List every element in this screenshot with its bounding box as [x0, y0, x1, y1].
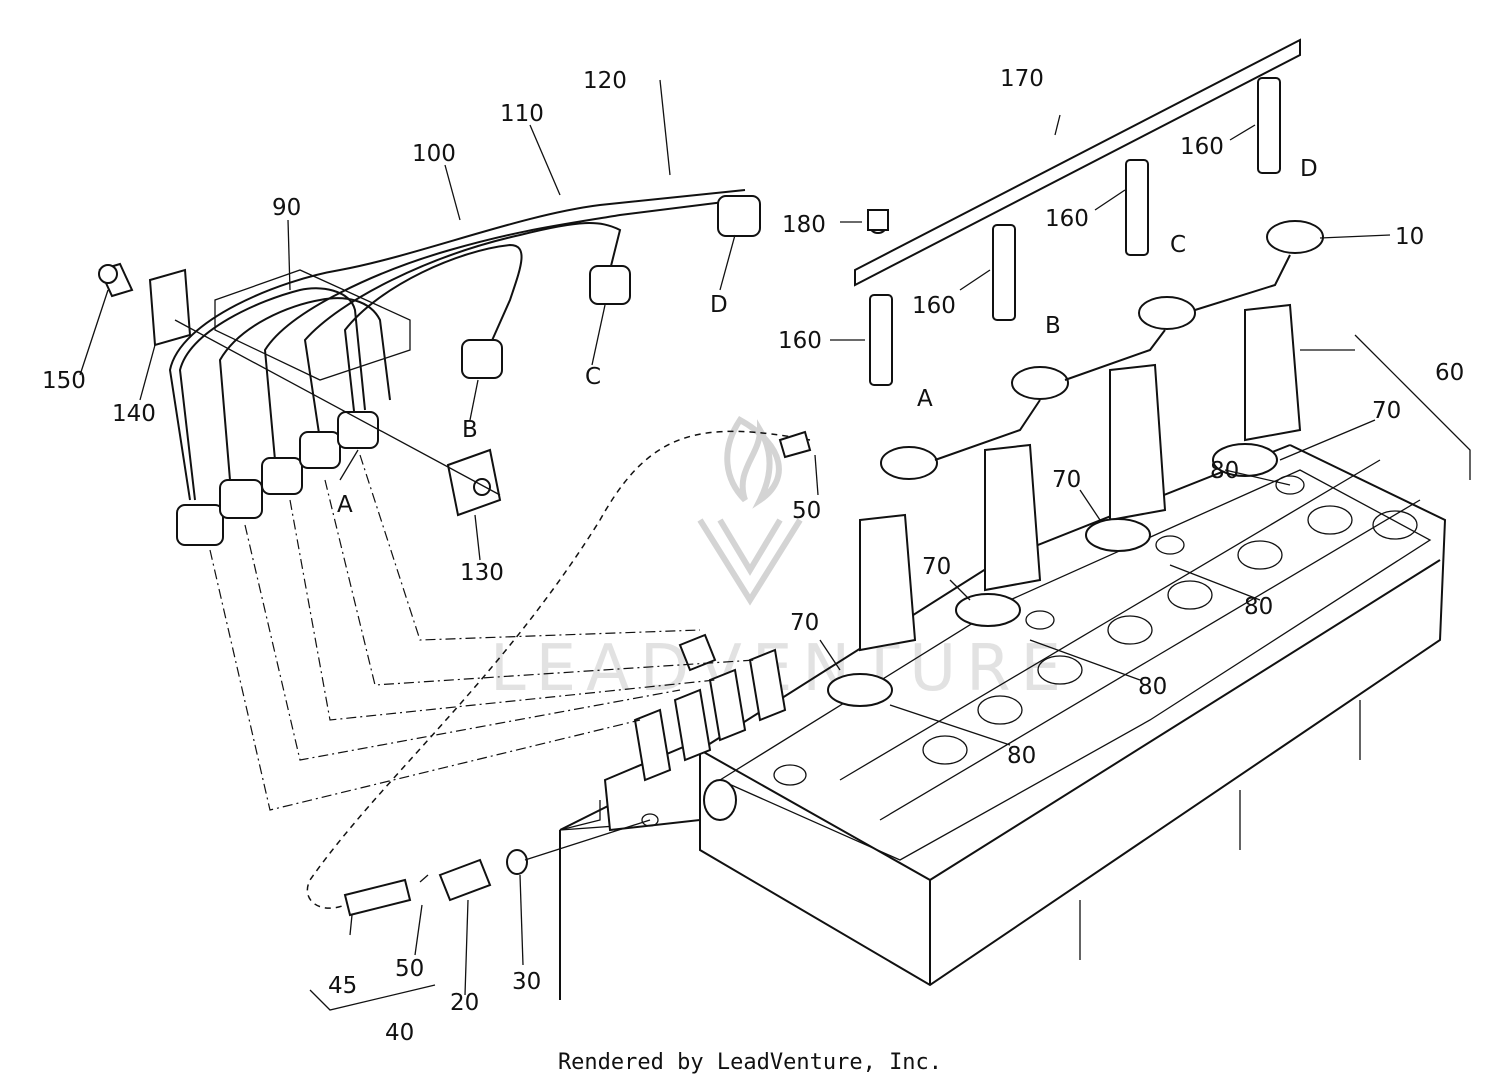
callout-50-top: 50	[792, 498, 821, 524]
callout-50-bottom: 50	[395, 956, 424, 982]
callout-70-d: 70	[1372, 398, 1401, 424]
callout-10: 10	[1395, 224, 1424, 250]
callout-140: 140	[112, 401, 156, 427]
injection-pump	[603, 633, 787, 832]
callout-80-a: 80	[1007, 743, 1036, 769]
callout-70-c: 70	[1052, 467, 1081, 493]
callout-160-a: 160	[778, 328, 822, 354]
callout-40: 40	[385, 1020, 414, 1046]
label-line-b-right: B	[1045, 313, 1061, 339]
label-line-a-left: A	[337, 492, 353, 518]
callout-160-c: 160	[1045, 206, 1089, 232]
injection-pipes	[168, 189, 746, 501]
callout-180: 180	[782, 212, 826, 238]
leader-lines	[79, 79, 1471, 1011]
callout-160-d: 160	[1180, 134, 1224, 160]
callout-150: 150	[42, 368, 86, 394]
watermark-logo	[697, 416, 803, 606]
label-line-c-left: C	[585, 364, 601, 390]
label-line-d-left: D	[710, 292, 728, 318]
pipe-nuts	[176, 195, 761, 546]
label-line-b-left: B	[462, 417, 478, 443]
callout-120: 120	[583, 68, 627, 94]
callout-20: 20	[450, 990, 479, 1016]
fuel-injectors	[859, 303, 1302, 652]
return-fittings	[880, 220, 1324, 480]
nozzle-holders-160	[869, 77, 1281, 386]
pipe-clamp	[98, 262, 502, 517]
pipe-route-dashes	[209, 430, 811, 909]
leak-off-pipe-assembly	[854, 38, 1301, 287]
callout-100: 100	[412, 141, 456, 167]
render-credit: Rendered by LeadVenture, Inc.	[557, 1050, 943, 1075]
callout-30: 30	[512, 969, 541, 995]
injector-seals-70	[827, 443, 1278, 707]
callout-130: 130	[460, 560, 504, 586]
callout-90: 90	[272, 195, 301, 221]
callout-80-b: 80	[1138, 674, 1167, 700]
callout-70-a: 70	[790, 610, 819, 636]
callout-45: 45	[328, 973, 357, 999]
callout-80-d: 80	[1210, 458, 1239, 484]
callout-60: 60	[1435, 360, 1464, 386]
label-line-d-right: D	[1300, 156, 1318, 182]
head-bolt-holes	[773, 475, 1418, 786]
callout-70-b: 70	[922, 554, 951, 580]
label-line-c-right: C	[1170, 232, 1186, 258]
fuel-hose-parts	[343, 430, 812, 917]
callout-170: 170	[1000, 66, 1044, 92]
callout-110: 110	[500, 101, 544, 127]
callout-160-b: 160	[912, 293, 956, 319]
label-line-a-right: A	[917, 386, 933, 412]
callout-80-c: 80	[1244, 594, 1273, 620]
